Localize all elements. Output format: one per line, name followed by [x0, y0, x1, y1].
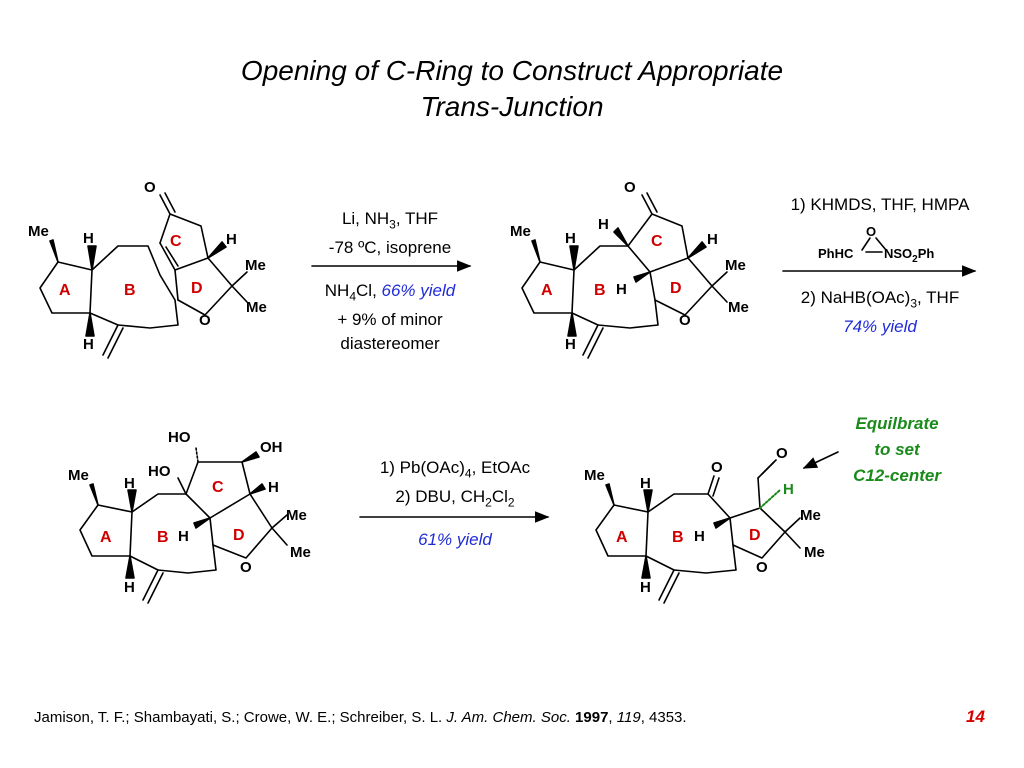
step1-conditions-below: NH4Cl, 66% yield + 9% of minor diastereo… — [324, 281, 456, 354]
me-label: Me — [68, 467, 89, 484]
reagent-right: NSO2Ph — [884, 246, 934, 265]
h-label: H — [124, 475, 135, 492]
oh-label: OH — [260, 439, 283, 456]
step1-conditions-above: Li, NH3, THF -78 ºC, isoprene — [328, 209, 452, 258]
page-number: 14 — [966, 707, 985, 726]
step3-yield: 61% yield — [418, 530, 492, 549]
o-label: O — [679, 312, 691, 329]
ring-b-label: B — [124, 282, 136, 299]
h-label: H — [178, 528, 189, 545]
molecule-3-structure — [79, 447, 288, 604]
h-label: H — [226, 231, 237, 248]
citation: Jamison, T. F.; Shambayati, S.; Crowe, W… — [34, 709, 687, 726]
me-label: Me — [28, 223, 49, 240]
me-label: Me — [584, 467, 605, 484]
ho-label: HO — [148, 463, 171, 480]
ring-d-label: D — [233, 527, 245, 544]
me-label: Me — [800, 507, 821, 524]
me-label: Me — [245, 257, 266, 274]
o-label: O — [756, 559, 768, 576]
h-label: H — [616, 281, 627, 298]
h-label: H — [640, 579, 651, 596]
slide-title-line1: Opening of C-Ring to Construct Appropria… — [240, 55, 784, 86]
ring-d-label: D — [749, 527, 761, 544]
reagent-left: PhHC — [818, 246, 854, 261]
ring-b-label: B — [594, 282, 606, 299]
h-label: H — [268, 479, 279, 496]
o-label: O — [240, 559, 252, 576]
h-label: H — [694, 528, 705, 545]
ring-c-label: C — [170, 233, 182, 250]
step3-conditions-above: 1) Pb(OAc)4, EtOAc 2) DBU, CH2Cl2 — [379, 458, 531, 510]
me-label: Me — [286, 507, 307, 524]
o-label: O — [711, 459, 723, 476]
h-label: H — [565, 336, 576, 353]
ring-b-label: B — [157, 529, 169, 546]
equilibrate-note: Equilbrate to set C12-center — [853, 414, 941, 485]
slide-title-line2: Trans-Junction — [420, 91, 604, 122]
me-label: Me — [510, 223, 531, 240]
molecule-4-structure — [595, 451, 839, 604]
ring-d-label: D — [670, 280, 682, 297]
h-label: H — [83, 230, 94, 247]
molecule-1-structure — [39, 192, 248, 359]
step2-conditions-above: 1) KHMDS, THF, HMPA — [790, 195, 970, 214]
me-label: Me — [246, 299, 267, 316]
ring-c-label: C — [651, 233, 663, 250]
me-label: Me — [728, 299, 749, 316]
me-label: Me — [290, 544, 311, 561]
ring-c-label: C — [212, 479, 224, 496]
step2-conditions-below: 2) NaHB(OAc)3, THF 74% yield — [800, 288, 960, 337]
h-label: H — [707, 231, 718, 248]
ring-d-label: D — [191, 280, 203, 297]
ho-label: HO — [168, 429, 191, 446]
ring-b-label: B — [672, 529, 684, 546]
o-label: O — [776, 445, 788, 462]
ring-a-label: A — [59, 282, 71, 299]
h-label: H — [124, 579, 135, 596]
h-label: H — [640, 475, 651, 492]
reagent-o: O — [866, 224, 876, 239]
me-label: Me — [725, 257, 746, 274]
h-label: H — [598, 216, 609, 233]
ring-a-label: A — [616, 529, 628, 546]
ring-a-label: A — [100, 529, 112, 546]
o-label: O — [199, 312, 211, 329]
ring-a-label: A — [541, 282, 553, 299]
molecule-2-structure — [521, 192, 728, 359]
o-label: O — [624, 179, 636, 196]
h-label: H — [83, 336, 94, 353]
h-label-green: H — [783, 481, 794, 498]
me-label: Me — [804, 544, 825, 561]
o-label: O — [144, 179, 156, 196]
h-label: H — [565, 230, 576, 247]
